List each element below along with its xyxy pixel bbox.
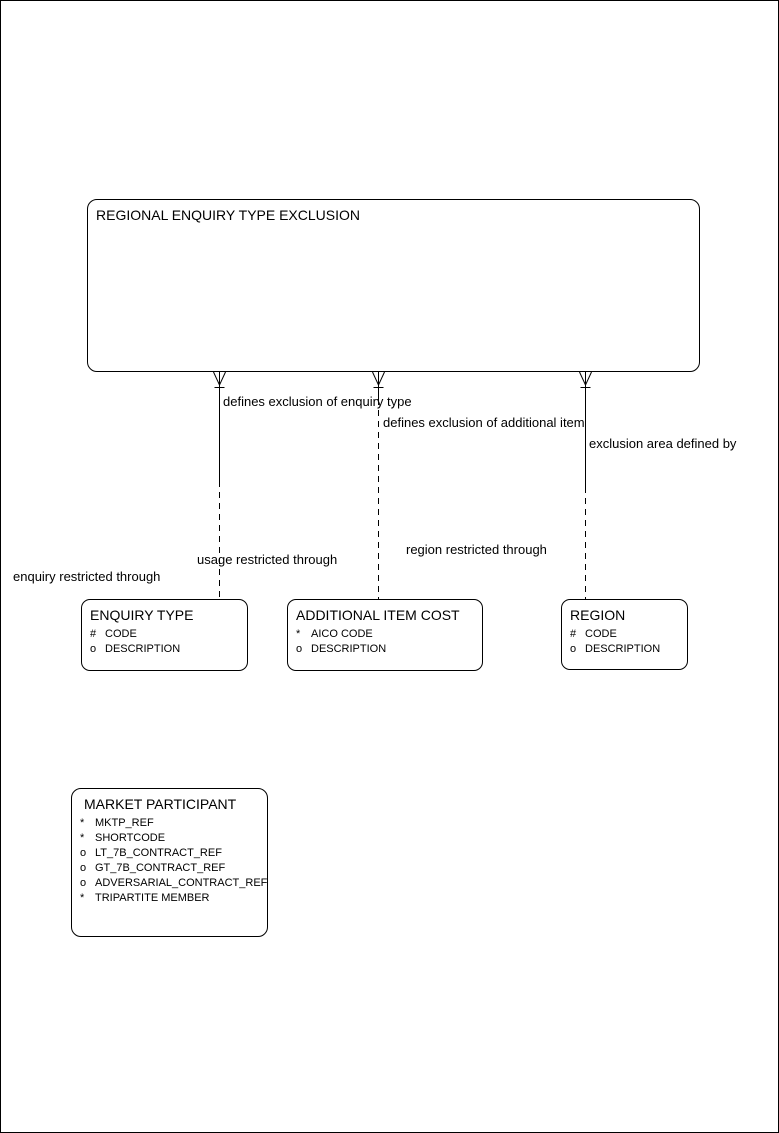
attribute-row: * TRIPARTITE MEMBER (72, 891, 267, 906)
crow-foot-icon (579, 371, 592, 388)
relationship-line-region (579, 371, 592, 599)
attribute-name: SHORTCODE (95, 832, 166, 844)
attribute-marker: o (570, 643, 577, 655)
attribute-row: o DESCRIPTION (82, 642, 247, 657)
attribute-marker: # (90, 628, 97, 640)
crow-foot-icon (213, 371, 226, 388)
relationship-label-defines-exclusion-of-enquiry-type: defines exclusion of enquiry type (223, 394, 412, 409)
attribute-row: o GT_7B_CONTRACT_REF (72, 861, 267, 876)
attribute-row: o LT_7B_CONTRACT_REF (72, 846, 267, 861)
entity-region[interactable]: REGION # CODE o DESCRIPTION (561, 599, 688, 670)
attribute-row: # CODE (562, 627, 687, 642)
attribute-marker: o (80, 862, 87, 874)
attribute-name: TRIPARTITE MEMBER (95, 892, 210, 904)
attribute-marker: * (80, 832, 85, 844)
entity-regional-enquiry-type-exclusion[interactable]: REGIONAL ENQUIRY TYPE EXCLUSION (87, 199, 700, 372)
attribute-marker: o (80, 877, 87, 889)
attribute-list: * MKTP_REF * SHORTCODE o LT_7B_CONTRACT_… (72, 816, 267, 906)
attribute-marker: * (296, 628, 301, 640)
entity-title: ADDITIONAL ITEM COST (296, 607, 460, 623)
attribute-marker: * (80, 892, 85, 904)
attribute-name: DESCRIPTION (105, 643, 181, 655)
attribute-marker: * (80, 817, 85, 829)
attribute-row: * SHORTCODE (72, 831, 267, 846)
attribute-name: DESCRIPTION (311, 643, 387, 655)
attribute-marker: o (296, 643, 303, 655)
attribute-name: GT_7B_CONTRACT_REF (95, 862, 226, 874)
attribute-marker: o (80, 847, 87, 859)
attribute-marker: o (90, 643, 97, 655)
attribute-row: o DESCRIPTION (562, 642, 687, 657)
attribute-name: DESCRIPTION (585, 643, 661, 655)
attribute-name: CODE (105, 628, 137, 640)
relationship-label-usage-restricted-through: usage restricted through (197, 552, 338, 567)
attribute-name: AICO CODE (311, 628, 373, 640)
relationship-label-enquiry-restricted-through: enquiry restricted through (13, 569, 161, 584)
attribute-row: o ADVERSARIAL_CONTRACT_REF (72, 876, 267, 891)
attribute-name: CODE (585, 628, 617, 640)
crow-foot-icon (372, 371, 385, 388)
attribute-name: LT_7B_CONTRACT_REF (95, 847, 222, 859)
attribute-row: * MKTP_REF (72, 816, 267, 831)
attribute-list: # CODE o DESCRIPTION (82, 627, 247, 657)
relationship-line-enquiry-type (213, 371, 226, 599)
entity-title: REGION (570, 607, 626, 623)
entity-title: REGIONAL ENQUIRY TYPE EXCLUSION (96, 207, 361, 223)
entity-title: MARKET PARTICIPANT (84, 796, 237, 812)
relationship-label-exclusion-area-defined-by: exclusion area defined by (589, 436, 737, 451)
attribute-name: MKTP_REF (95, 817, 154, 829)
attribute-name: ADVERSARIAL_CONTRACT_REF (95, 877, 268, 889)
entity-title: ENQUIRY TYPE (90, 607, 194, 623)
attribute-row: o DESCRIPTION (288, 642, 482, 657)
attribute-list: # CODE o DESCRIPTION (562, 627, 687, 657)
attribute-row: * AICO CODE (288, 627, 482, 642)
entity-additional-item-cost[interactable]: ADDITIONAL ITEM COST * AICO CODE o DESCR… (287, 599, 483, 671)
relationship-label-region-restricted-through: region restricted through (406, 542, 547, 557)
entity-market-participant[interactable]: MARKET PARTICIPANT * MKTP_REF * SHORTCOD… (71, 788, 268, 937)
attribute-list: * AICO CODE o DESCRIPTION (288, 627, 482, 657)
attribute-marker: # (570, 628, 577, 640)
relationship-label-defines-exclusion-of-additional-item: defines exclusion of additional item (383, 415, 585, 430)
relationship-line-additional-item-cost (372, 371, 385, 599)
attribute-row: # CODE (82, 627, 247, 642)
entity-enquiry-type[interactable]: ENQUIRY TYPE # CODE o DESCRIPTION (81, 599, 248, 671)
